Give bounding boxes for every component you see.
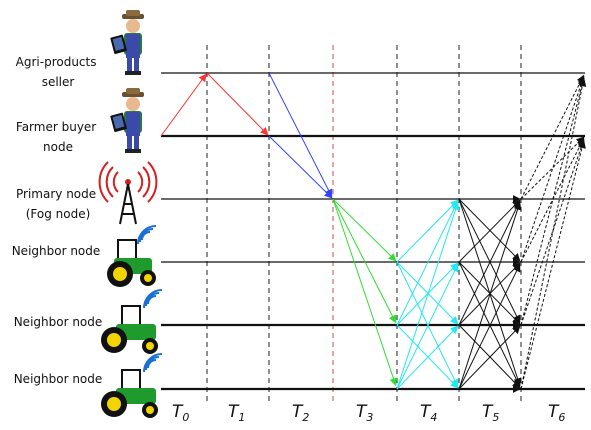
message-arrows [160,72,587,393]
message-arrow [396,325,459,390]
message-arrow [160,73,207,137]
node-label-farmer-buyer: Farmer buyer node [16,120,100,154]
message-arrow [458,261,521,325]
message-arrow [458,324,521,389]
message-arrow [520,75,586,263]
farmer-tablet-icon [110,88,144,153]
message-arrow [396,261,459,325]
message-arrow [332,198,398,387]
message-arrow [520,78,587,390]
message-arrow [396,199,459,263]
slot-label-t3: T3 [356,402,373,424]
message-arrow [396,324,459,389]
message-arrow [396,200,459,326]
message-arrow [458,199,521,263]
message-arrow [458,262,521,326]
message-arrow [332,198,397,324]
message-arrow [458,263,521,390]
node-label-neighbor-1: Neighbor node [12,244,101,258]
slot-label-t5: T5 [482,402,499,424]
message-arrow [396,261,459,388]
message-arrow [268,72,333,198]
message-arrow [458,201,522,390]
radio-tower-icon [98,161,158,225]
node-labels: Agri-products seller Farmer buyer node P… [12,55,103,386]
node-label-seller: Agri-products seller [16,55,101,89]
message-arrow [458,200,521,326]
node-label-primary: Primary node (Fog node) [16,187,100,221]
time-slot-boundaries [206,45,522,405]
message-arrow [458,198,521,262]
node-icons [98,10,163,418]
message-arrow [332,198,397,262]
farmer-tablet-icon [110,10,144,75]
message-arrow [458,198,522,387]
node-label-neighbor-3: Neighbor node [14,372,103,386]
message-arrow [458,261,521,388]
message-arrow [396,201,460,390]
slot-label-t0: T0 [172,402,189,424]
message-arrow [520,138,586,326]
message-arrow [520,140,586,390]
slot-label-t6: T6 [548,402,565,424]
message-arrow [458,325,521,390]
message-arrow [206,72,269,136]
message-arrow [458,198,521,324]
time-slot-labels: T0 T1 T2 T3 T4 T5 T6 [172,402,565,424]
tractor-wifi-icon [101,289,163,354]
slot-label-t1: T1 [228,402,245,424]
message-arrow [396,262,459,326]
message-arrow [520,77,586,326]
slot-label-t4: T4 [420,402,437,424]
message-arrow [396,263,459,390]
message-arrow [268,135,333,199]
tractor-wifi-icon [107,225,157,287]
message-arrow [520,137,585,263]
message-arrow [520,74,585,200]
tractor-wifi-icon [101,353,163,418]
slot-label-t2: T2 [292,402,309,424]
node-label-neighbor-2: Neighbor node [14,315,103,329]
